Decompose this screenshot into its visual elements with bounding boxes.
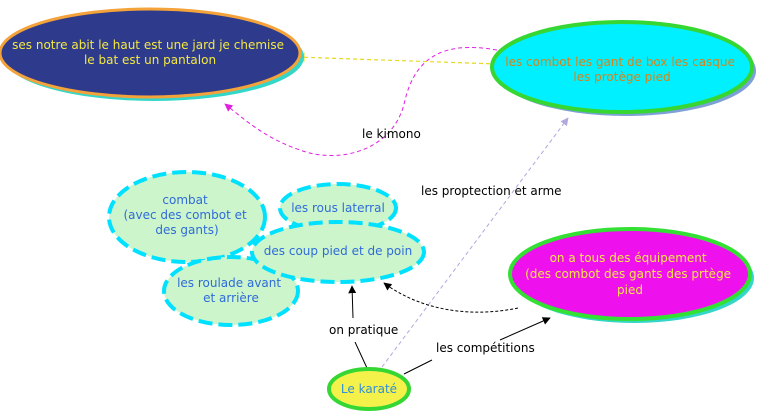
link-label-competitions: les compétitions bbox=[436, 341, 535, 355]
link-compet-coup-path bbox=[383, 282, 519, 313]
node-competition-label: on a tous des équipement (des combot des… bbox=[525, 251, 735, 297]
node-combat-shape bbox=[107, 170, 267, 264]
node-roulade-shape bbox=[162, 255, 300, 327]
node-combat[interactable]: combat (avec des combot et des gants) bbox=[107, 170, 267, 264]
link-label-kimono: le kimono bbox=[362, 127, 421, 141]
link-competitions-path bbox=[403, 318, 550, 375]
link-label-protection: les proptection et arme bbox=[421, 184, 562, 198]
node-karate[interactable]: Le karaté bbox=[327, 367, 411, 411]
node-habit[interactable]: ses notre abit le haut est une jard je c… bbox=[0, 7, 304, 101]
node-habit-shape bbox=[0, 7, 302, 99]
link-pratique-path bbox=[352, 286, 368, 369]
link-kimono-path bbox=[224, 46, 498, 157]
node-coup-label: des coup pied et de poin bbox=[264, 244, 412, 258]
node-equipment-label: les combot les gant de box les casque le… bbox=[505, 55, 739, 84]
node-competition-shape bbox=[508, 227, 752, 321]
node-rous-label: les rous laterral bbox=[291, 201, 385, 215]
node-coup-shape bbox=[250, 220, 426, 284]
node-roulade-label: les roulade avant et arrière bbox=[177, 276, 285, 305]
node-equipment[interactable]: les combot les gant de box les casque le… bbox=[490, 20, 756, 116]
node-coup[interactable]: des coup pied et de poin bbox=[250, 220, 426, 284]
node-karate-shape bbox=[327, 367, 411, 411]
node-roulade[interactable]: les roulade avant et arrière bbox=[162, 255, 300, 327]
node-equipment-shape bbox=[490, 20, 754, 114]
node-habit-label: ses notre abit le haut est une jard je c… bbox=[12, 38, 288, 67]
node-competition[interactable]: on a tous des équipement (des combot des… bbox=[508, 227, 754, 323]
link-protection-path bbox=[381, 117, 569, 368]
link-habit-path bbox=[295, 52, 498, 65]
node-karate-label: Le karaté bbox=[341, 382, 397, 396]
node-combat-label: combat (avec des combot et des gants) bbox=[123, 193, 250, 237]
link-label-pratique: on pratique bbox=[329, 323, 398, 337]
